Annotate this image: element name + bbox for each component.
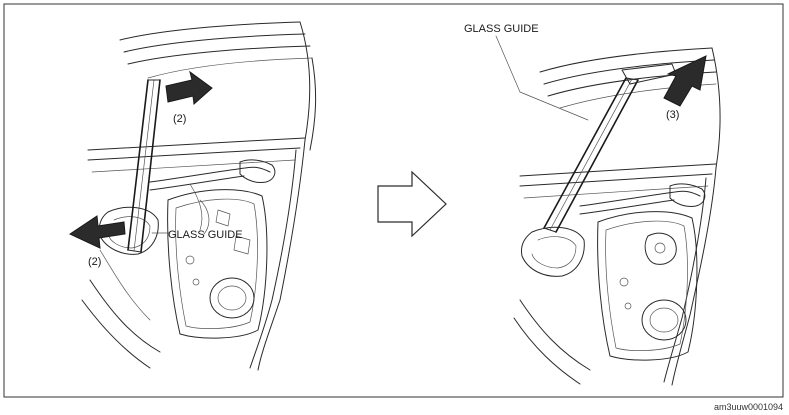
glass-guide-label-right: GLASS GUIDE: [464, 23, 539, 35]
left-door-drawing: [81, 21, 317, 371]
step-label-right: (3): [666, 109, 679, 121]
lift-arrow: [663, 55, 707, 107]
pull-arrow-upper: [165, 70, 213, 106]
pull-arrow-lower: [68, 215, 126, 249]
step-label-bottom: (2): [88, 256, 101, 268]
step-label-top: (2): [173, 113, 186, 125]
sequence-arrow: [377, 170, 447, 238]
glass-guide-label-left: GLASS GUIDE: [168, 229, 243, 241]
figure-code: am3uuw0001094: [714, 402, 783, 412]
